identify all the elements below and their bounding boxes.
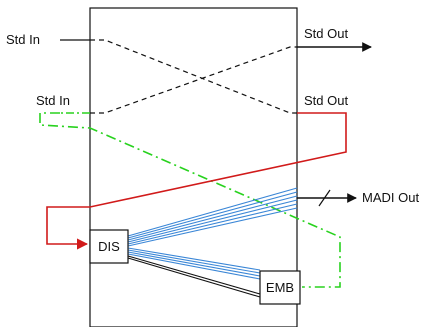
red-signal-path <box>46 112 347 250</box>
std-in-top-label: Std In <box>6 32 40 47</box>
std-in-mid-label: Std In <box>36 93 70 108</box>
madi-out-arrow <box>297 189 357 207</box>
std-out-mid-label: Std Out <box>304 93 348 108</box>
top-crossing-paths <box>60 39 372 114</box>
std-out-top-label: Std Out <box>304 26 348 41</box>
black-channel-lines <box>127 255 261 298</box>
madi-out-label: MADI Out <box>362 190 419 205</box>
emb-label: EMB <box>266 280 294 295</box>
dis-label: DIS <box>98 239 120 254</box>
blue-channel-lines <box>127 187 298 280</box>
green-signal-path <box>39 112 341 288</box>
dis-block: DIS <box>89 229 129 264</box>
emb-block: EMB <box>259 270 301 305</box>
